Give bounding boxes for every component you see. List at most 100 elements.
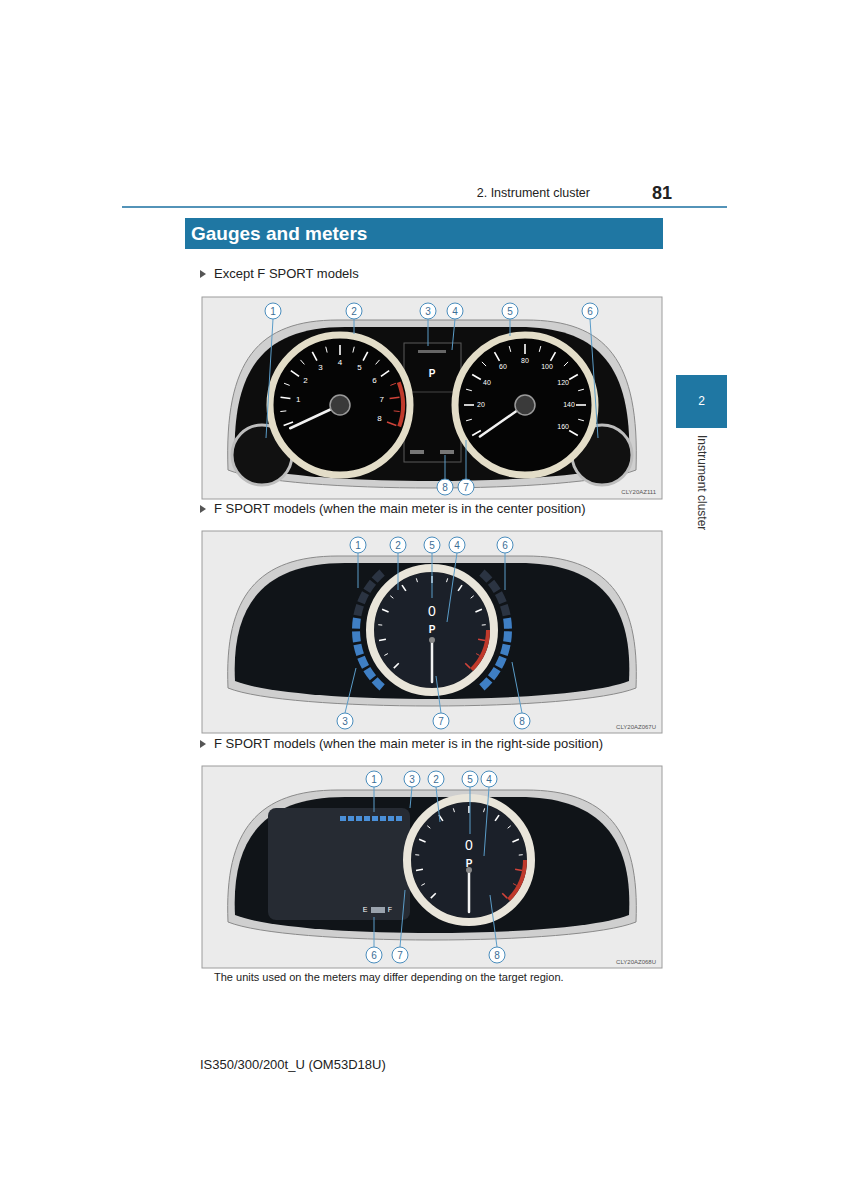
temperature-bar xyxy=(352,631,361,642)
chapter-heading: Instrument cluster xyxy=(695,435,708,530)
scale-tick xyxy=(475,609,481,612)
scale-tick xyxy=(471,596,474,599)
scale-tick xyxy=(453,808,454,812)
leader-line xyxy=(374,787,375,812)
leader-line xyxy=(398,553,399,590)
scale-tick xyxy=(431,893,436,898)
callout-number: 2 xyxy=(346,303,363,320)
temperature-bar xyxy=(353,644,363,656)
image-code: CLY20AZ067U xyxy=(616,724,656,731)
leader-line xyxy=(354,319,355,334)
temperature-bar xyxy=(356,816,362,821)
bullet-text: Except F SPORT models xyxy=(214,267,359,282)
fuel-bar xyxy=(488,580,501,593)
callout-number: 4 xyxy=(447,303,464,320)
temperature-bar xyxy=(380,816,386,821)
temperature-bar xyxy=(357,656,369,669)
scale-tick xyxy=(466,389,472,391)
fuel-bar xyxy=(495,656,507,669)
page-number: 81 xyxy=(652,183,672,204)
fuel-bar xyxy=(479,677,492,690)
callout-number: 3 xyxy=(420,303,437,320)
leader-line xyxy=(447,553,457,622)
speedometer-ring xyxy=(455,335,595,475)
speed-readout: 0 xyxy=(428,603,436,619)
callout-number: 7 xyxy=(458,479,475,496)
callout-number: 2 xyxy=(390,537,407,554)
fuel-bar xyxy=(371,907,385,913)
speedometer-scale: 60 xyxy=(499,363,507,371)
temperature-bar xyxy=(388,816,394,821)
cluster-housing xyxy=(228,320,637,488)
illustration-frame xyxy=(202,297,662,499)
temperature-bar xyxy=(348,816,354,821)
scale-tick xyxy=(569,375,578,380)
scale-tick xyxy=(415,854,419,855)
leader-line xyxy=(436,787,440,822)
scale-tick xyxy=(576,404,586,406)
leader-line xyxy=(428,319,429,346)
scale-tick xyxy=(472,375,481,380)
scale-tick xyxy=(284,422,293,425)
leader-line xyxy=(358,553,359,588)
scale-tick xyxy=(394,663,399,668)
callout-number: 2 xyxy=(428,771,445,788)
cluster-housing xyxy=(228,790,637,940)
display-divider xyxy=(410,392,455,393)
callout-number: 8 xyxy=(514,713,531,730)
scale-tick xyxy=(508,826,511,829)
shift-position: P xyxy=(429,624,436,636)
tachometer-scale: 4 xyxy=(338,358,342,367)
callout-number: 5 xyxy=(462,771,479,788)
speedometer-scale: 140 xyxy=(563,401,575,409)
scale-tick xyxy=(353,347,354,353)
scale-tick xyxy=(300,360,304,365)
display-icon xyxy=(440,450,454,454)
main-meter xyxy=(411,802,527,918)
scale-tick xyxy=(515,869,522,870)
callout-number: 5 xyxy=(502,303,519,320)
speedometer-scale: 20 xyxy=(477,401,485,409)
leader-line xyxy=(452,319,455,350)
callout-number: 1 xyxy=(350,537,367,554)
callout-number: 8 xyxy=(489,947,506,964)
callout-number: 4 xyxy=(481,771,498,788)
temperature-bar xyxy=(340,816,346,821)
temperature-bar xyxy=(363,667,376,680)
scale-tick xyxy=(465,663,470,668)
tachometer-scale: 7 xyxy=(379,395,383,404)
tachometer-scale: 1 xyxy=(296,395,300,404)
leader-line xyxy=(410,787,412,808)
leader-line xyxy=(490,895,497,947)
scale-tick xyxy=(513,884,517,886)
temperature-bar xyxy=(396,816,402,821)
fuel-bar xyxy=(500,604,510,616)
fuel-mark: E xyxy=(363,906,368,914)
scale-tick xyxy=(502,893,507,898)
illustration-frame xyxy=(202,531,662,733)
gauge-needle xyxy=(468,870,471,912)
running-header: 2. Instrument cluster xyxy=(477,186,590,200)
leader-line xyxy=(374,917,375,947)
illustration-frame xyxy=(202,766,662,968)
cluster-face xyxy=(235,327,630,481)
leader-line xyxy=(505,553,506,590)
scale-tick xyxy=(284,383,290,385)
scale-tick xyxy=(484,808,485,812)
temperature-bar xyxy=(353,604,363,616)
red-zone xyxy=(397,381,405,427)
scale-tick xyxy=(551,352,556,361)
callout-number: 6 xyxy=(366,947,383,964)
scale-tick xyxy=(382,609,388,612)
scale-tick xyxy=(312,352,317,361)
callout-number: 3 xyxy=(404,771,421,788)
header-rule xyxy=(122,206,727,208)
main-meter-ring xyxy=(407,798,531,922)
tachometer-scale: 3 xyxy=(318,363,322,372)
scale-tick xyxy=(384,654,388,656)
callout-number: 4 xyxy=(449,537,466,554)
red-zone xyxy=(507,860,527,901)
leader-line xyxy=(484,787,489,856)
scale-tick xyxy=(394,410,400,412)
shift-position: P xyxy=(466,858,473,870)
